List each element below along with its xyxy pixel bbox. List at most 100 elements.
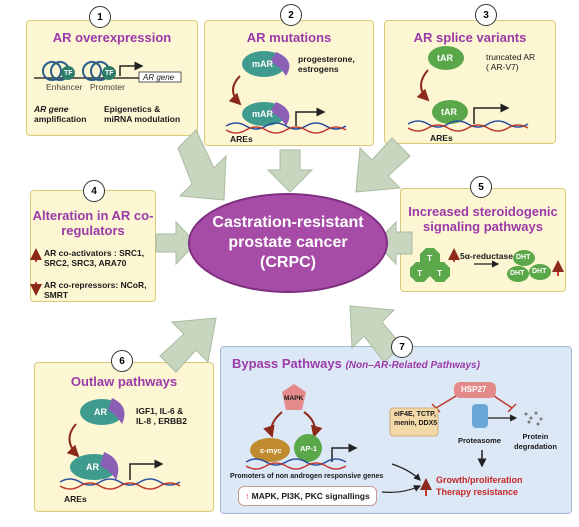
enhancer-label: Enhancer: [46, 82, 83, 92]
arrow-from-panel6: [159, 317, 217, 373]
curved-arrow-icon: [263, 411, 283, 438]
promoter-label: Promoter: [90, 82, 125, 92]
outlaw-factors-label: IGF1, IL-6 &IL-8 , ERBB2: [136, 406, 188, 426]
number-badge-7: 7: [391, 336, 413, 358]
dht-label-1: DHT: [516, 254, 531, 261]
panel2-title: AR mutations: [246, 30, 332, 45]
mar-top-label: mAR: [252, 59, 274, 69]
panel3-art: [407, 46, 529, 132]
number-badge-4: 4: [83, 180, 105, 202]
panel2-art: [225, 51, 347, 134]
t-label-3: T: [437, 268, 443, 278]
crpc-line-1: Castration-resistant: [212, 214, 364, 231]
t-label-2: T: [427, 253, 433, 263]
reductase-label: 5α-reductase: [460, 251, 513, 261]
dht-label-3: DHT: [532, 268, 547, 275]
arrow-from-panel5: [375, 220, 413, 266]
dna-strand-icon: [59, 478, 181, 486]
inhibit-line-2: [493, 395, 513, 409]
ligand-crescent-top: [270, 52, 290, 76]
ap1-label: AP-1: [300, 444, 318, 453]
crpc-line-3: (CRPC): [260, 254, 316, 271]
dna-coil-icon: [42, 61, 62, 81]
transcription-arrow-icon: [473, 103, 510, 124]
flow-arrow-icon: [381, 485, 422, 493]
ligands-label: progesterone,estrogens: [298, 54, 355, 74]
tar-top-label: tAR: [437, 53, 453, 63]
curved-arrow-icon: [416, 69, 430, 102]
dht-blob-3: [529, 264, 551, 280]
panel6-title: Outlaw pathways: [70, 374, 178, 389]
mar-bottom-label: mAR: [252, 109, 274, 119]
mapk-pentagon: [282, 384, 306, 410]
co-activators-label: AR co-activators : SRC1,SRC2, SRC3, ARA7…: [44, 248, 145, 268]
panel7-title: Bypass Pathways (Non–AR-Related Pathways…: [232, 356, 480, 371]
panel-ar-mutations: [204, 20, 374, 146]
dht-label-2: DHT: [510, 270, 525, 277]
ap1-blob: [294, 434, 322, 462]
co-repressors-label: AR co-repressors: NCoR,SMRT: [44, 280, 147, 300]
tf-label-1: TF: [64, 70, 73, 77]
panel2-ares-label: AREs: [230, 134, 253, 144]
arrow-from-panel2: [266, 149, 314, 193]
testosterone-molecule-3: [430, 262, 450, 282]
dht-blob-1: [513, 250, 535, 266]
dna-strand-icon: [225, 122, 347, 130]
arrow-from-panel4: [155, 220, 197, 266]
arrow-from-panel7: [349, 305, 403, 363]
tf-blob-1: [61, 66, 75, 80]
number-badge-5: 5: [470, 176, 492, 198]
transcription-arrow-icon: [129, 459, 164, 480]
signalling-box: ↑ MAPK, PI3K, PKC signallings: [238, 486, 377, 506]
number-badge-2: 2: [280, 4, 302, 26]
ar-gene-box: [138, 71, 182, 83]
panel6-ares-label: AREs: [64, 494, 87, 504]
panel-outlaw: [34, 362, 214, 512]
number-badge-3: 3: [475, 4, 497, 26]
arrow-from-panel3: [355, 137, 411, 193]
cmyc-label: c-myc: [260, 446, 282, 455]
tf-blob-2: [102, 66, 116, 80]
curved-arrow-icon: [303, 411, 323, 438]
truncated-ar-label: truncated AR( AR-V7): [486, 52, 536, 72]
block-arrows: [155, 129, 413, 373]
tar-bottom-label: tAR: [441, 107, 457, 117]
ar-bottom-label: AR: [86, 462, 99, 472]
inhibit-line-1: [435, 395, 457, 409]
panel3-ares-label: AREs: [430, 133, 453, 143]
arrow-from-panel1: [177, 129, 227, 201]
eif-box: [389, 407, 439, 437]
curved-arrow-icon: [66, 423, 80, 458]
tar-bottom-blob: [432, 100, 468, 124]
crpc-label: Castration-resistant prostate cancer (CR…: [188, 213, 388, 273]
ligand-crescent-bottom: [270, 102, 290, 126]
proteasome-icon: [472, 404, 488, 428]
tf-label-2: TF: [105, 70, 114, 77]
ligand-crescent-bottom: [100, 452, 119, 480]
flow-arrow-icon: [391, 463, 421, 481]
mapk-label: MAPK: [284, 395, 304, 402]
panel5-art: [410, 248, 564, 282]
hsp27-label: HSP27: [461, 385, 487, 394]
crpc-ellipse: [188, 193, 388, 293]
transcription-arrow-icon: [119, 61, 144, 76]
t-label-1: T: [417, 268, 423, 278]
epigenetics-label: Epigenetics &miRNA modulation: [104, 104, 181, 124]
panel-co-regulators: [30, 190, 156, 302]
dht-blob-2: [507, 266, 529, 282]
panel-ar-splice-variants: [384, 20, 556, 144]
transcription-arrow-icon: [331, 443, 358, 462]
panel6-art: [59, 398, 181, 490]
eif-label: eIF4E, TCTP,menin, DDX5: [394, 411, 438, 427]
ar-gene-label: AR gene: [143, 73, 175, 82]
panel3-title: AR splice variants: [413, 30, 527, 45]
panel7-art: [245, 382, 543, 496]
panel1-art: [34, 61, 182, 83]
number-badge-6: 6: [111, 350, 133, 372]
cmyc-blob: [250, 438, 290, 462]
